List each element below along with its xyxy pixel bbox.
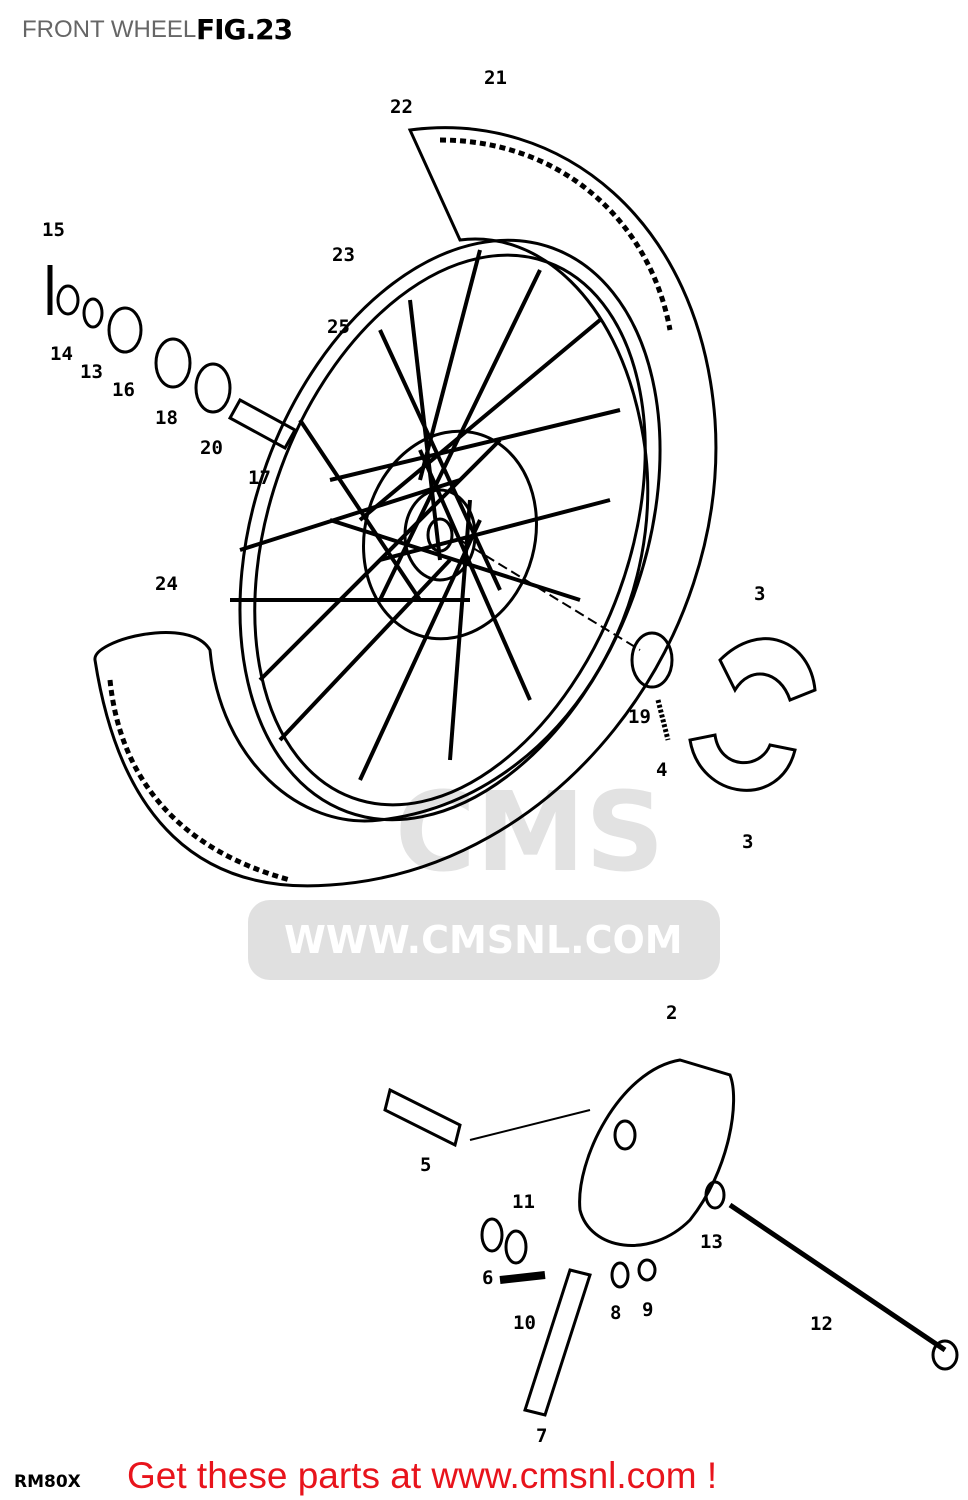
promo-link[interactable]: Get these parts at www.cmsnl.com ! bbox=[127, 1455, 718, 1496]
callout-6: 6 bbox=[482, 1267, 494, 1289]
callout-5: 5 bbox=[420, 1154, 432, 1176]
callout-16: 16 bbox=[112, 379, 135, 401]
watermark-url: WWW.CMSNL.COM bbox=[284, 918, 683, 962]
callout-3-lower: 3 bbox=[742, 831, 754, 853]
callout-10: 10 bbox=[513, 1312, 536, 1334]
callout-4: 4 bbox=[656, 759, 668, 781]
brake-panel bbox=[383, 1058, 959, 1417]
callout-22: 22 bbox=[390, 96, 413, 118]
callout-14: 14 bbox=[50, 343, 73, 365]
callout-19: 19 bbox=[628, 706, 651, 728]
callout-13: 13 bbox=[80, 361, 103, 383]
callout-8: 8 bbox=[610, 1302, 622, 1324]
brake-shoes bbox=[688, 637, 817, 792]
callout-20: 20 bbox=[200, 437, 223, 459]
callout-21: 21 bbox=[484, 67, 507, 89]
axle-parts bbox=[47, 265, 674, 741]
callout-23: 23 bbox=[332, 244, 355, 266]
rim bbox=[238, 238, 662, 822]
watermark-logo: CMS bbox=[395, 768, 665, 896]
model-code: RM80X bbox=[14, 1472, 81, 1492]
callout-25: 25 bbox=[327, 316, 350, 338]
figure-number: FIG.23 bbox=[196, 13, 293, 46]
watermark-banner bbox=[248, 900, 720, 980]
callout-13-panel: 13 bbox=[700, 1231, 723, 1253]
callout-2: 2 bbox=[666, 1002, 678, 1024]
callout-11: 11 bbox=[512, 1191, 535, 1213]
callout-17: 17 bbox=[248, 467, 271, 489]
callout-7: 7 bbox=[536, 1425, 548, 1447]
tire bbox=[93, 126, 718, 888]
callout-18: 18 bbox=[155, 407, 178, 429]
callout-9: 9 bbox=[642, 1299, 654, 1321]
diagram-title: FRONT WHEEL bbox=[22, 16, 197, 43]
callout-3-upper: 3 bbox=[754, 583, 766, 605]
callout-24: 24 bbox=[155, 573, 178, 595]
hub bbox=[362, 429, 641, 651]
callout-15: 15 bbox=[42, 219, 65, 241]
callout-12: 12 bbox=[810, 1313, 833, 1335]
